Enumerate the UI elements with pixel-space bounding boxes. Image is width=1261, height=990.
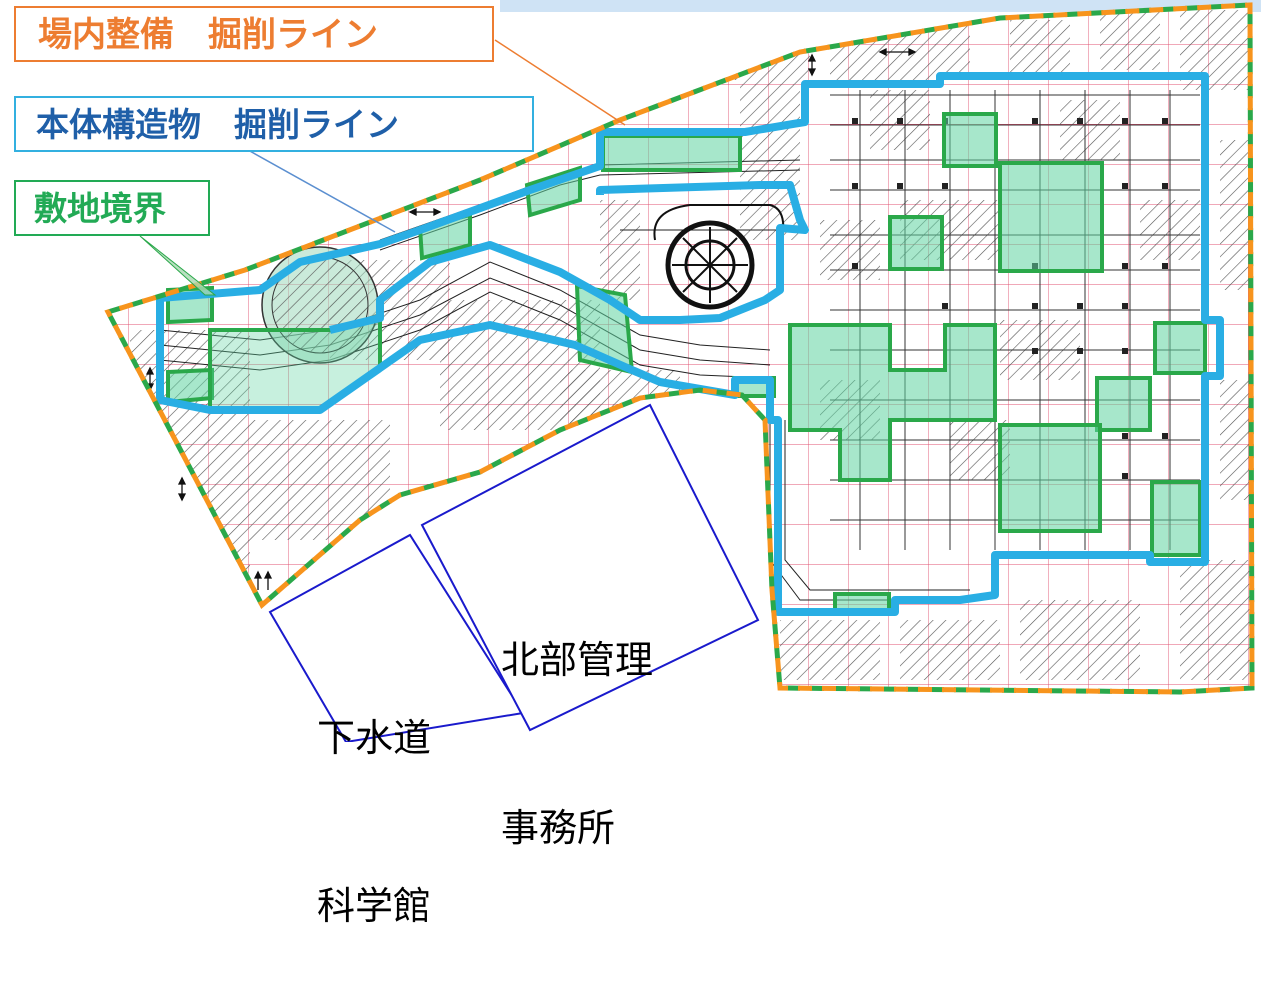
site-boundary-line <box>104 2 1255 695</box>
sewer-museum-label-line1: 下水道 <box>317 716 432 760</box>
legend-site-excavation: 場内整備 掘削ライン <box>14 6 494 62</box>
legend-structure-excavation: 本体構造物 掘削ライン <box>14 96 534 152</box>
sewer-museum-label: 下水道 科学館 <box>317 598 477 990</box>
circular-tank-icon <box>653 204 785 310</box>
highlight-zones <box>166 112 1207 612</box>
site-plan <box>104 0 1261 742</box>
double-arrow-icon <box>145 47 917 590</box>
site-excavation-line <box>104 2 1255 695</box>
legend-site-boundary: 敷地境界 <box>14 180 210 236</box>
legend-site-boundary-text: 敷地境界 <box>34 189 166 228</box>
legend-leaders <box>139 39 626 296</box>
legend-structure-excavation-text: 本体構造物 掘削ライン <box>36 105 399 144</box>
legend-site-excavation-text: 場内整備 掘削ライン <box>38 15 378 55</box>
north-office-outline <box>420 403 760 732</box>
header-band <box>500 0 1261 12</box>
structure-excavation-line <box>156 72 1224 616</box>
sewer-museum-label-line2: 科学館 <box>317 884 432 928</box>
north-office-label: 北部管理 事務所 <box>501 520 701 912</box>
north-office-label-line1: 北部管理 <box>501 638 654 682</box>
north-office-label-line2: 事務所 <box>501 806 616 850</box>
